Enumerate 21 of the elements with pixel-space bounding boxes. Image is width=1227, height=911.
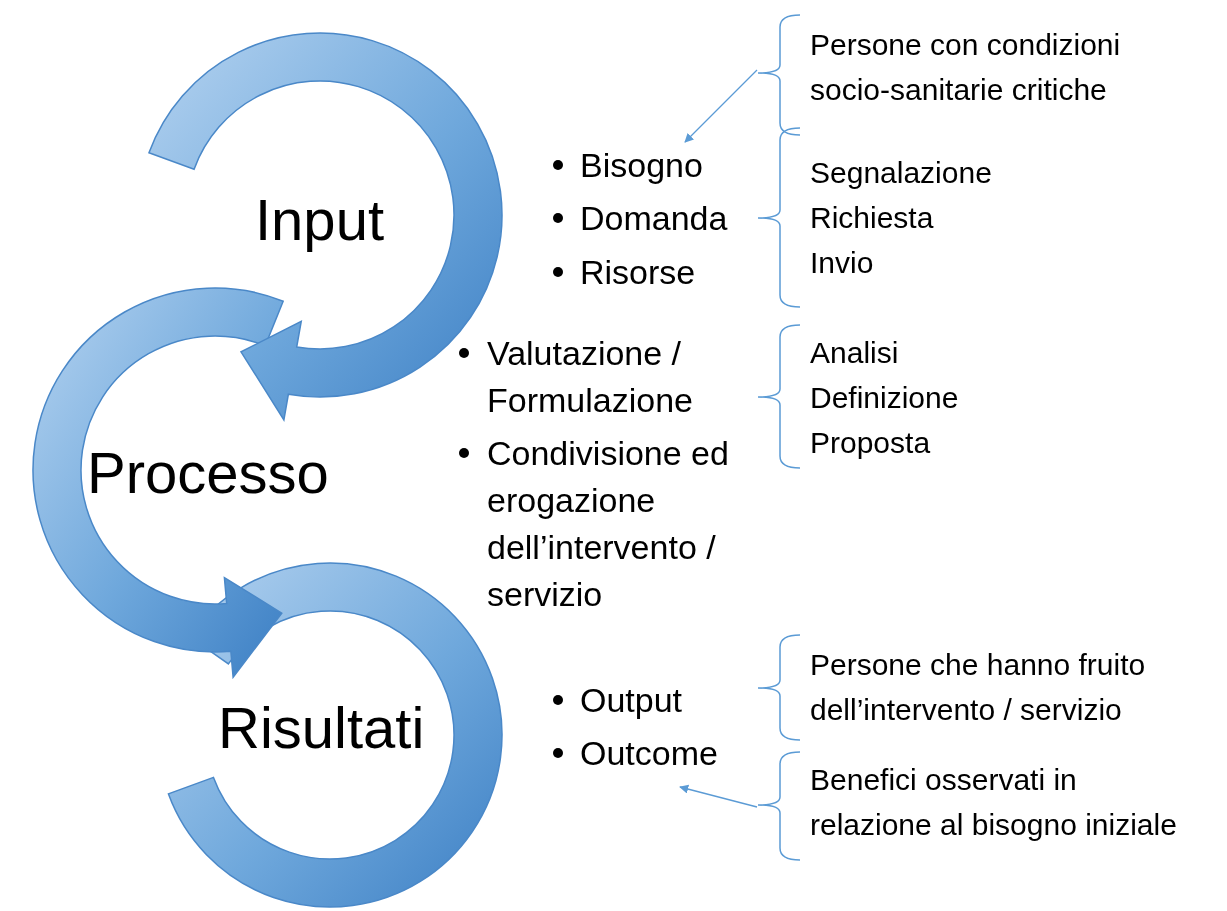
leader-arrow xyxy=(679,784,758,808)
note-text: Richiesta xyxy=(810,200,934,236)
note-text: Benefici osservati in relazione al bisogno iniziale xyxy=(810,757,1195,847)
list-item: Outcome xyxy=(580,730,718,777)
list-item: Condivisione ed erogazione dell’intervento / servizio xyxy=(487,433,730,615)
note-text: Segnalazione xyxy=(810,155,992,191)
stage-title: Processo xyxy=(87,439,329,507)
note-text: Proposta xyxy=(810,425,931,461)
note-text: Persone con condizioni socio-sanitarie critiche xyxy=(810,22,1195,112)
note-text: Persone che hanno fruito dell’intervento / servizio xyxy=(810,647,1147,728)
note-text: Analisi xyxy=(810,335,899,371)
note-text: Definizione xyxy=(810,380,959,416)
leader-arrow xyxy=(684,69,758,143)
stage-title: Input xyxy=(255,186,384,254)
list-item: Domanda xyxy=(580,198,728,239)
list-item: Valutazione / Formulazione xyxy=(487,333,694,421)
note-text: Invio xyxy=(810,245,874,281)
list-item: Risorse xyxy=(580,252,696,293)
list-item: Bisogno xyxy=(580,142,703,189)
stage-title: Risultati xyxy=(218,694,425,762)
list-item: Output xyxy=(580,680,683,721)
